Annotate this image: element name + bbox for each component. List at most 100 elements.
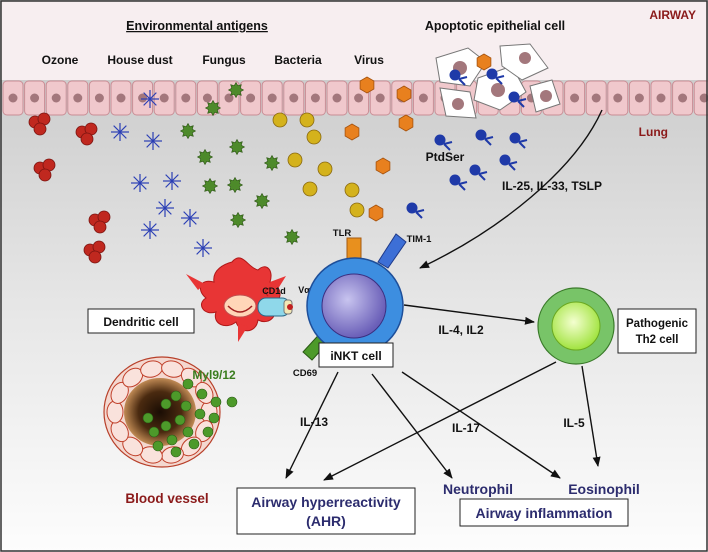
bacterium	[272, 112, 288, 128]
myl-particle	[188, 438, 200, 450]
epithelial-nucleus	[159, 93, 169, 103]
dust-spike	[139, 176, 147, 184]
dust-spike	[133, 176, 141, 184]
myl-particle	[160, 398, 172, 410]
dust-spike	[139, 182, 147, 190]
il4-il2-label: IL-4, IL2	[438, 323, 484, 337]
th2-label-line1: Pathogenic	[626, 318, 689, 330]
vessel-wall-cell	[106, 400, 124, 424]
ptdser-head	[486, 68, 498, 80]
dust-spike	[143, 229, 151, 237]
ptdser-head	[449, 174, 461, 186]
dust-spike	[165, 174, 173, 182]
dust-spike	[202, 247, 210, 255]
virus-particle	[476, 53, 492, 71]
ptdser-tail	[458, 183, 466, 191]
epithelial-nucleus	[634, 93, 644, 103]
ptdser-tail	[508, 161, 518, 165]
epithelial-nucleus	[418, 93, 428, 103]
dust-spike	[152, 140, 160, 148]
th2-ahr-arrow	[323, 361, 557, 481]
fungus-spore	[179, 122, 197, 140]
tlr-label: TLR	[333, 228, 352, 239]
epithelial-nucleus	[202, 93, 212, 103]
epithelial-nucleus	[310, 93, 320, 103]
ptdser-head	[508, 91, 520, 103]
alarmins-label: IL-25, IL-33, TSLP	[502, 179, 602, 193]
fungus-particles	[179, 81, 301, 246]
bacterium	[349, 202, 365, 218]
house-dust-label: House dust	[107, 53, 172, 67]
ptdser-label: PtdSer	[426, 150, 465, 164]
ptdser-tail	[415, 211, 423, 219]
myl-particle	[210, 396, 222, 408]
fungus-spore	[228, 138, 246, 156]
bacteria-particles	[272, 112, 365, 218]
il5-inkt-arrow	[401, 371, 561, 479]
dust-spike	[149, 98, 157, 106]
neutrophil-label: Neutrophil	[443, 481, 513, 497]
epithelial-nucleus	[375, 93, 385, 103]
myl-particle	[170, 446, 182, 458]
airway-epithelium	[2, 80, 708, 116]
ptdser-tail	[478, 171, 488, 175]
ptdser-molecules	[406, 68, 528, 219]
dust-spike	[119, 131, 127, 139]
airway-inflammation-box	[459, 498, 629, 527]
myl-particle	[174, 414, 186, 426]
ozone-particles	[28, 112, 111, 264]
dust-spike	[152, 134, 160, 142]
virus-particle	[375, 157, 391, 175]
myl-label: Myl9/12	[192, 368, 236, 382]
blood-vessel-label: Blood vessel	[125, 491, 208, 506]
fungus-spore	[283, 228, 301, 246]
ptdser-tail	[458, 78, 466, 86]
dust-spike	[183, 217, 191, 225]
virus-label: Virus	[354, 53, 384, 67]
myl-particle	[182, 378, 194, 390]
ozone-molecule	[80, 132, 94, 146]
ozone-molecule	[88, 250, 102, 264]
dust-spike	[149, 92, 157, 100]
apoptotic-epithelial-cells	[435, 43, 561, 119]
inkt-cell	[302, 233, 407, 361]
epithelial-nucleus	[224, 93, 234, 103]
dust-spike	[189, 211, 197, 219]
myl-particle	[196, 388, 208, 400]
epithelial-nucleus	[246, 93, 256, 103]
myl-particle	[180, 400, 192, 412]
dust-spike	[165, 180, 173, 188]
dust-spike	[149, 223, 157, 231]
myl-particle	[202, 426, 214, 438]
il5-th2-arrow	[581, 365, 601, 467]
th2-cell	[537, 287, 615, 365]
ozone-molecule	[93, 220, 107, 234]
airway-label: AIRWAY	[649, 8, 696, 22]
ptdser-head	[434, 134, 446, 146]
dust-spike	[113, 125, 121, 133]
ptdser-tail	[484, 138, 492, 146]
dust-spike	[149, 229, 157, 237]
airway-lumen	[1, 1, 707, 80]
il17-arrow	[371, 373, 453, 479]
virus-particle	[398, 114, 414, 132]
ptdser-tail	[518, 139, 528, 143]
dust-spike	[158, 201, 166, 209]
dust-spike	[113, 131, 121, 139]
epithelial-nucleus	[267, 93, 277, 103]
th2-label-line2: Th2 cell	[636, 334, 679, 346]
ptdser-tail	[495, 77, 503, 85]
dust-spike	[146, 134, 154, 142]
ptdser-head	[509, 132, 521, 144]
myl-particle	[166, 434, 178, 446]
apoptotic-cell-label: Apoptotic epithelial cell	[425, 19, 565, 33]
inkt-cell-box	[318, 342, 394, 368]
bacterium	[306, 129, 322, 145]
bacterium	[317, 161, 333, 177]
virus-particles	[344, 53, 492, 222]
fungus-spore	[204, 99, 222, 117]
epithelial-nucleus	[699, 93, 708, 103]
cd69-label: CD69	[293, 368, 317, 379]
myl-particle	[182, 426, 194, 438]
